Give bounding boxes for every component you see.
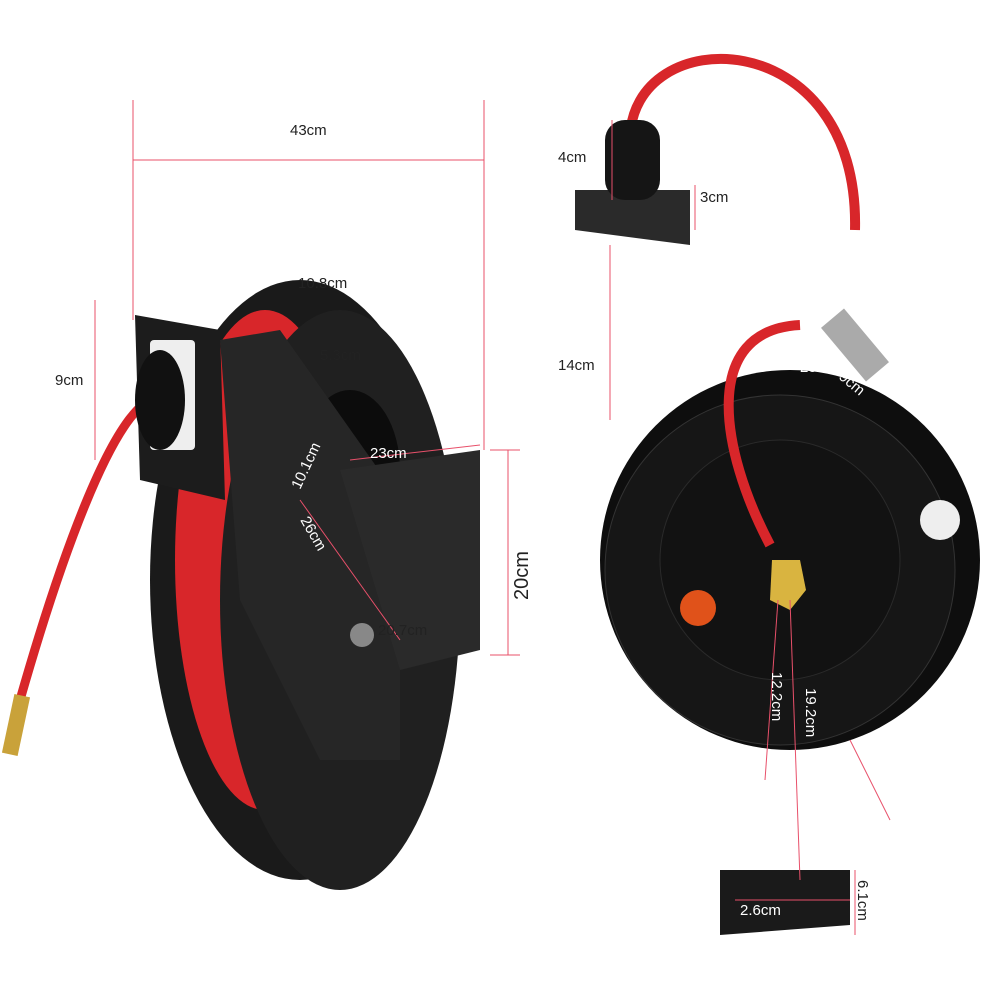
dim-label-outer-radius: 19.2cm xyxy=(802,688,819,737)
dim-label-drum-depth: 10.8cm xyxy=(298,275,347,292)
dim-label-inner-radius: 12.2cm xyxy=(768,672,785,721)
dim-label-rim: 6.7cm xyxy=(858,748,888,792)
dim-label-guide-depth: 20.7cm xyxy=(378,622,427,639)
right-hose-whip xyxy=(723,320,801,548)
left-reel-view xyxy=(1,280,480,890)
dim-label-guide-width: 23cm xyxy=(370,445,407,462)
center-bolt xyxy=(350,623,374,647)
dim-label-hub: 5.3cm xyxy=(320,347,361,364)
warning-label-icon xyxy=(680,590,716,626)
hose-guide-box xyxy=(340,450,480,670)
left-dimension-lines xyxy=(94,100,520,656)
dim-label-guide-height: 20cm xyxy=(511,551,533,600)
left-arm xyxy=(220,330,400,760)
brass-fitting-icon xyxy=(1,693,31,757)
left-hose xyxy=(15,395,153,702)
dim-label-bracket-drop: 14cm xyxy=(558,357,595,374)
dim-label-width: 43cm xyxy=(290,122,327,139)
right-reel-view xyxy=(575,54,980,935)
dim-label-foot-width: 2.6cm xyxy=(740,902,781,919)
dim-label-fitting: 2cm xyxy=(800,359,828,376)
right-foot-bracket xyxy=(720,870,850,935)
right-mount-bracket xyxy=(575,190,690,245)
right-dimension-lines xyxy=(609,120,891,935)
direction-arrow-icon xyxy=(920,500,960,540)
dim-label-bracket-height: 9cm xyxy=(55,372,83,389)
dim-label-foot-height: 6.1cm xyxy=(854,880,871,921)
dim-label-swivel-height: 4cm xyxy=(558,149,586,166)
steel-spring-guard xyxy=(821,308,889,382)
right-hose-top xyxy=(625,54,861,231)
dim-label-bracket: 3cm xyxy=(700,189,728,206)
brass-hub-nut xyxy=(770,560,806,610)
swivel-knob xyxy=(135,350,185,450)
right-swivel-knob xyxy=(605,120,660,200)
